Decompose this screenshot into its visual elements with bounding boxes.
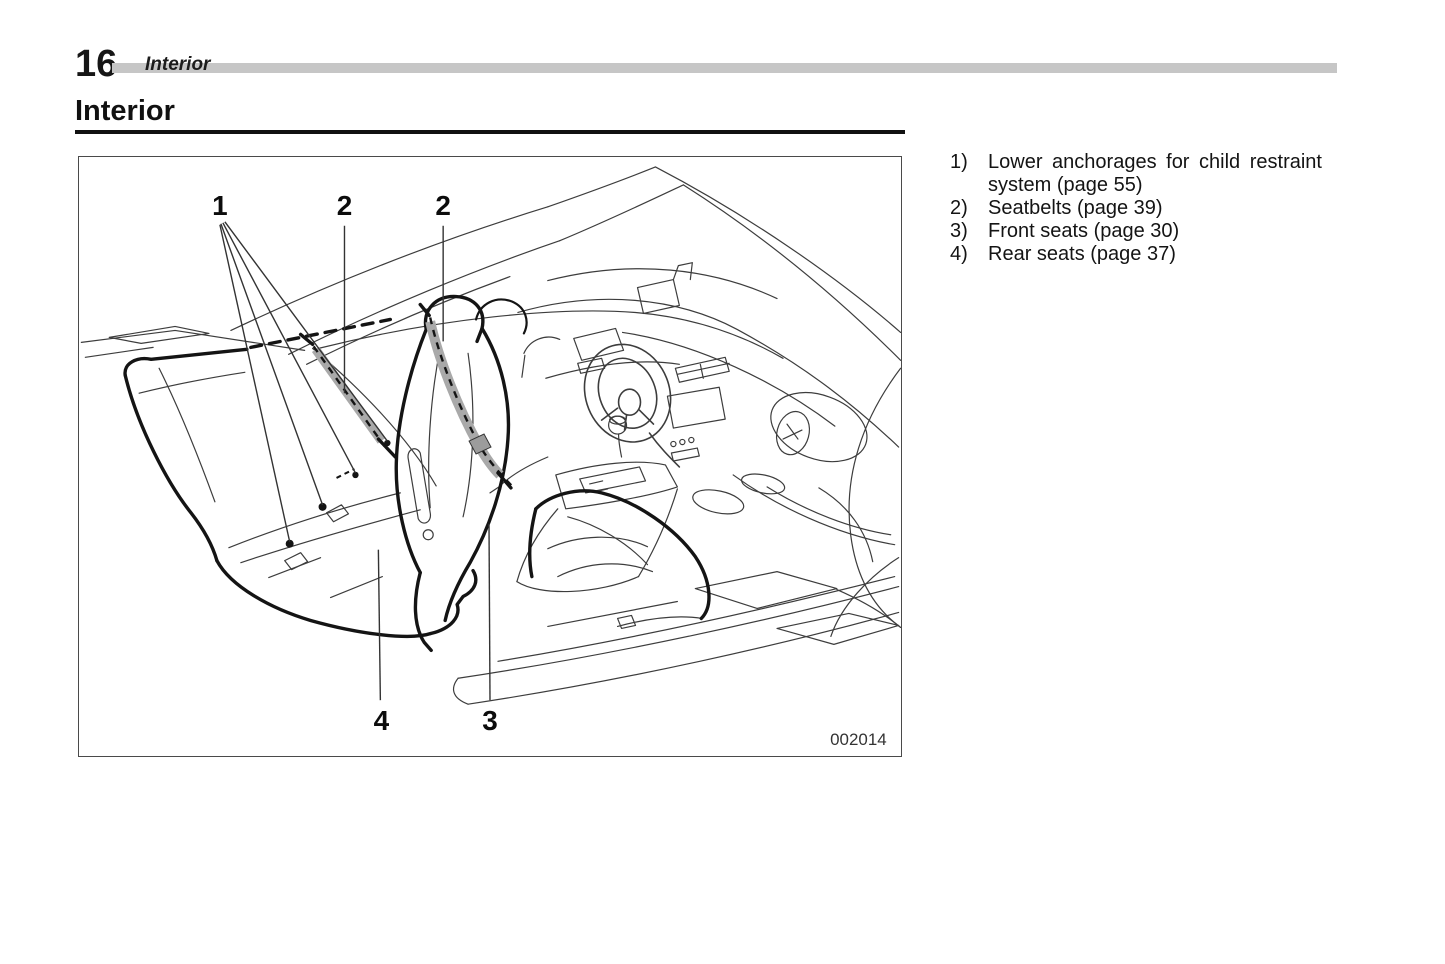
dashboard — [517, 298, 900, 637]
callout-2a: 2 — [337, 190, 353, 221]
callout-leader-lines — [219, 221, 491, 701]
interior-diagram: 1 2 2 4 3 002014 — [80, 166, 901, 749]
floor-sills — [452, 571, 900, 705]
header-section-label: Interior — [145, 54, 211, 75]
title-underline — [75, 130, 905, 134]
legend-text-2: Seatbelts (page 39) — [988, 197, 1163, 219]
front-seat-outline — [394, 294, 528, 653]
driver-seat-outline — [528, 489, 711, 621]
page-title: Interior — [75, 95, 175, 127]
legend-marker-1: 1) — [950, 151, 968, 173]
callout-1: 1 — [212, 190, 228, 221]
front-seatbelt — [418, 302, 514, 490]
legend-item-3: 3) Front seats (page 30) — [950, 220, 1322, 243]
callout-2b: 2 — [435, 190, 451, 221]
legend-marker-3: 3) — [950, 220, 968, 242]
rear-seat-outline — [123, 317, 478, 638]
legend-marker-2: 2) — [950, 197, 968, 219]
legend-text-1: Lower anchorages for child restraint sys… — [988, 151, 1322, 196]
legend-text-3: Front seats (page 30) — [988, 220, 1180, 242]
cabin-structure-lines — [80, 166, 901, 705]
legend-text-4: Rear seats (page 37) — [988, 243, 1176, 265]
rearview-mirror — [636, 262, 693, 315]
legend-marker-4: 4) — [950, 243, 968, 265]
legend: 1) Lower anchorages for child restraint … — [950, 151, 1322, 266]
legend-item-2: 2) Seatbelts (page 39) — [950, 197, 1322, 220]
callout-3: 3 — [482, 705, 498, 736]
header-divider-bar — [112, 63, 1337, 73]
legend-item-1: 1) Lower anchorages for child restraint … — [950, 151, 1322, 197]
callout-4: 4 — [374, 705, 390, 736]
figure-frame: 1 2 2 4 3 002014 — [78, 156, 902, 757]
figure-code: 002014 — [830, 730, 887, 749]
legend-item-4: 4) Rear seats (page 37) — [950, 243, 1322, 266]
steering-wheel — [583, 343, 681, 468]
page-number: 16 — [75, 43, 118, 85]
rear-seatbelt — [298, 332, 398, 459]
anchorage-points — [285, 439, 391, 548]
